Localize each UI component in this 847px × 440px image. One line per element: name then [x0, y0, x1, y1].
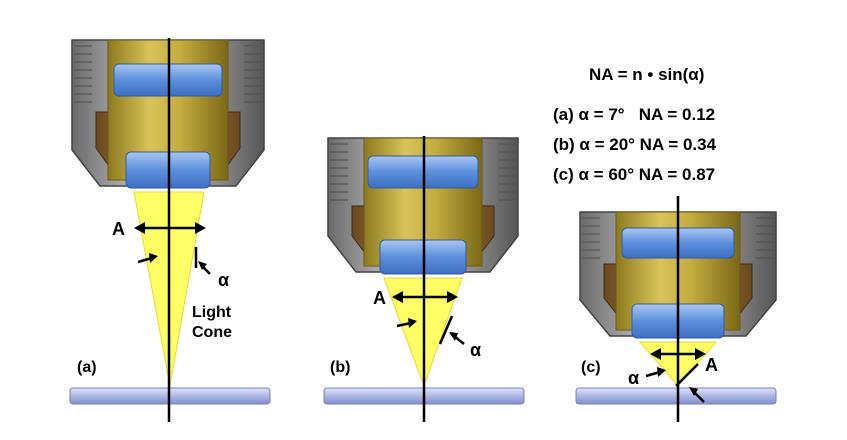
light-cone-label-line2: Cone [192, 324, 232, 341]
angle-label-c: α [628, 368, 639, 388]
panel-caption-b: (b) [330, 359, 350, 376]
example-b: (b) α = 20° NA = 0.34 [553, 135, 717, 154]
aperture-label-c: A [705, 355, 718, 375]
aperture-label-b: A [373, 288, 386, 308]
objective-b-threads [330, 143, 516, 201]
example-a: (a) α = 7° NA = 0.12 [553, 105, 715, 124]
panel-a: A α Light Cone (a) [69, 38, 271, 422]
angle-label-b: α [470, 340, 481, 360]
aperture-arrow-c [650, 348, 706, 360]
panel-caption-a: (a) [77, 359, 97, 376]
light-cone-label-line1: Light [192, 304, 232, 321]
angle-marker-c [645, 363, 705, 403]
aperture-arrow-a [134, 222, 206, 234]
panel-c: A α (c) [575, 196, 777, 422]
objective-c-threads [582, 217, 774, 259]
angle-marker-a [137, 247, 211, 275]
panel-b: A α (b) [323, 136, 525, 422]
formula: NA = n • sin(α) [589, 65, 704, 84]
example-c: (c) α = 60° NA = 0.87 [553, 165, 715, 184]
objective-a-threads [74, 45, 262, 103]
slide-c [575, 387, 777, 405]
angle-label-a: α [218, 270, 229, 290]
aperture-arrow-b [392, 291, 458, 303]
panel-caption-c: (c) [581, 359, 601, 376]
formula-block: NA = n • sin(α) (a) α = 7° NA = 0.12 (b)… [553, 65, 717, 184]
angle-marker-b [396, 315, 465, 345]
aperture-label-a: A [112, 219, 125, 239]
